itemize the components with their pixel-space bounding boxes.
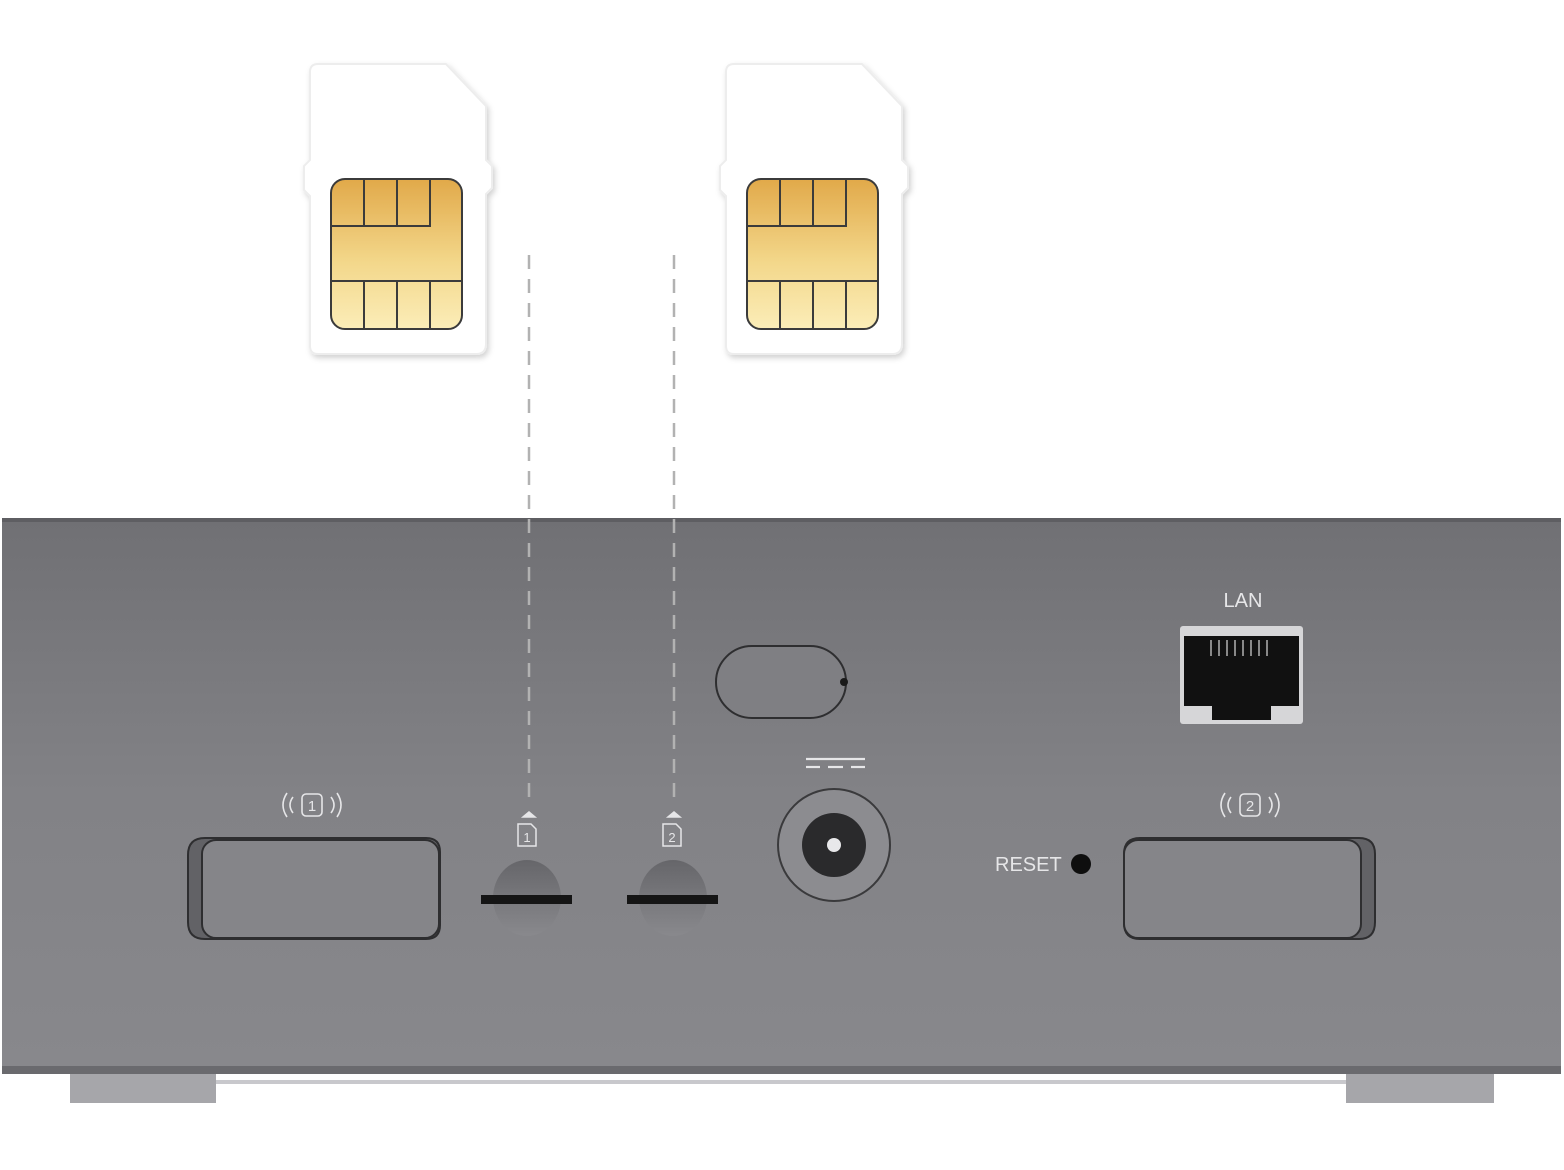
sim-slot-2-label: 2: [668, 830, 675, 845]
dc-power-icon: [806, 757, 865, 769]
antenna-port-2[interactable]: [1123, 837, 1376, 940]
reset-button[interactable]: [1071, 854, 1091, 874]
antenna-port-1-icon: [282, 792, 342, 818]
device-top-edge: [2, 518, 1561, 522]
antenna-port-2-label: 2: [1246, 798, 1254, 815]
antenna-port-2-icon: [1220, 792, 1280, 818]
sim-slot-2[interactable]: [627, 860, 718, 936]
sim-card-1[interactable]: [303, 63, 493, 355]
sim-card-2[interactable]: [719, 63, 909, 355]
device-base-shadow: [216, 1080, 1346, 1084]
lan-port[interactable]: [1180, 626, 1303, 724]
device-body: [2, 518, 1561, 1074]
sim-slot-1[interactable]: [481, 860, 572, 936]
power-button[interactable]: [715, 645, 848, 719]
sim-chip-1: [330, 178, 463, 330]
reset-label: RESET: [995, 854, 1062, 876]
sim-slot-1-label: 1: [523, 830, 530, 845]
sim-slot-2-icon: [662, 811, 683, 847]
sim-chip-2: [746, 178, 879, 330]
lan-label: LAN: [1224, 590, 1263, 612]
dc-power-jack[interactable]: [777, 788, 891, 902]
antenna-port-1-label: 1: [308, 798, 316, 815]
sim-slot-1-icon: [517, 811, 538, 847]
device-bottom-edge: [2, 1066, 1561, 1074]
antenna-port-1[interactable]: [187, 837, 441, 940]
